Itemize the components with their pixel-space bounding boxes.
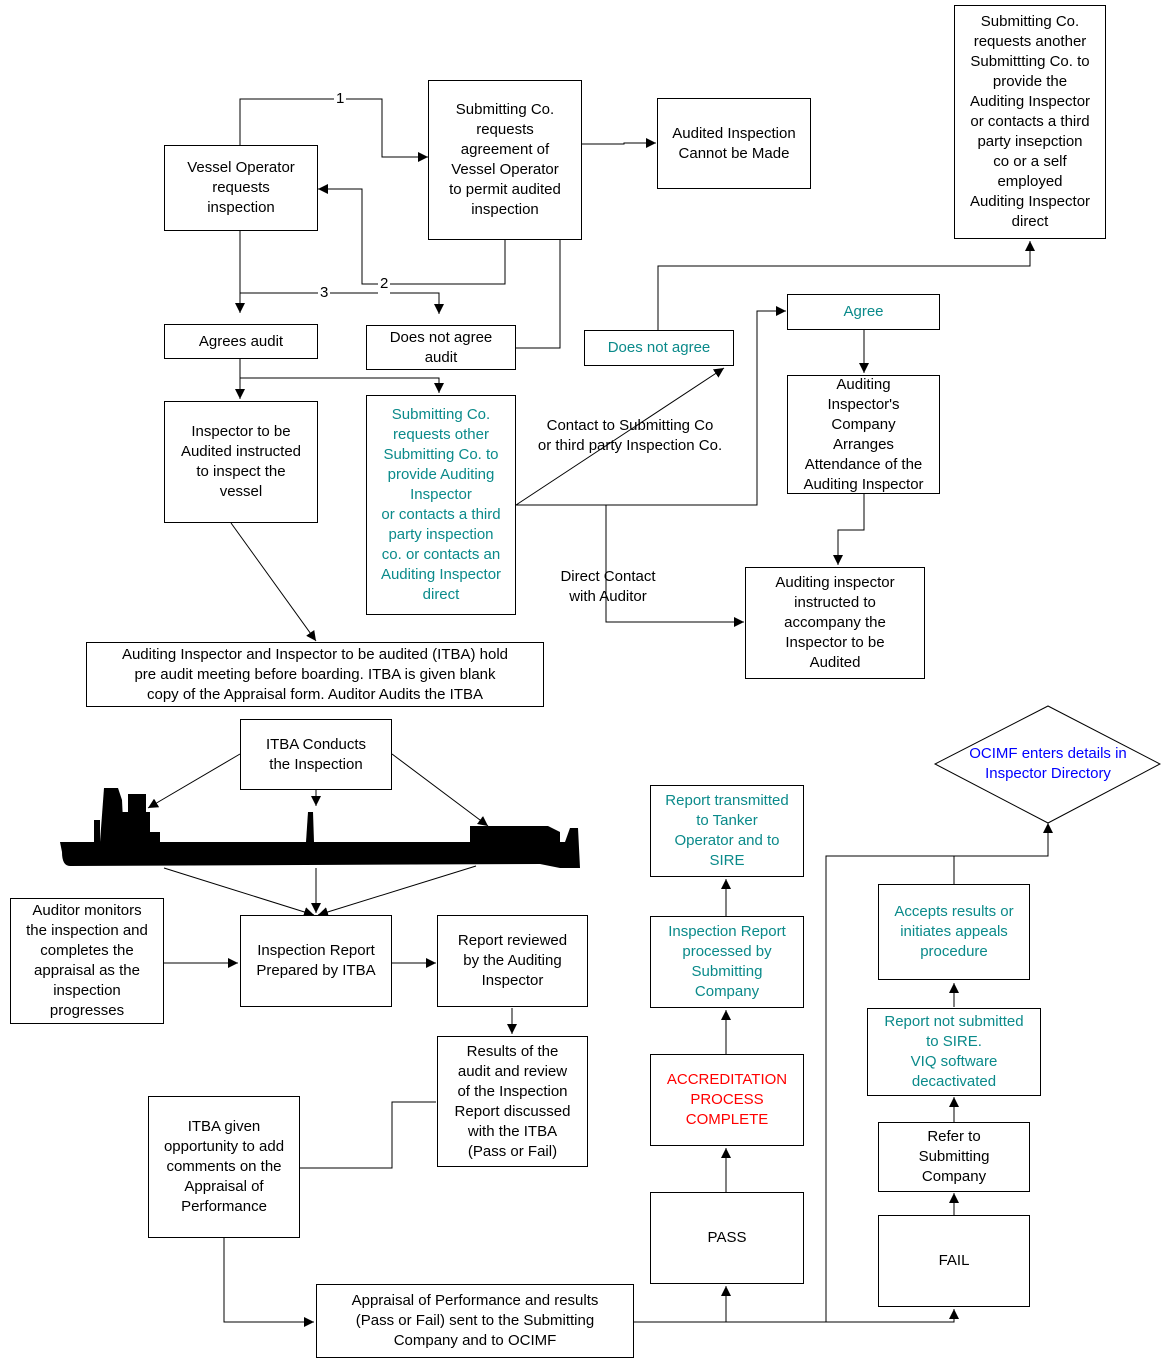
does-not-agree-audit-box: Does not agree audit bbox=[366, 325, 516, 370]
results-discussed-text: Results of the audit and review of the I… bbox=[454, 1042, 571, 1160]
appraisal-sent-text: Appraisal of Performance and results (Pa… bbox=[351, 1292, 599, 1349]
results-discussed-box: Results of the audit and review of the I… bbox=[437, 1036, 588, 1167]
report-transmitted-text: Report transmitted to Tanker Operator an… bbox=[665, 792, 789, 869]
vessel-operator-box: Vessel Operator requests inspection bbox=[164, 145, 318, 231]
connector-itba-stern bbox=[391, 753, 489, 827]
report-reviewed-text: Report reviewed by the Auditing Inspecto… bbox=[457, 932, 568, 989]
submitting-requests-box: Submitting Co. requests agreement of Ves… bbox=[428, 80, 582, 240]
agree-text: Agree bbox=[843, 303, 884, 320]
does-not-agree-box: Does not agree bbox=[584, 330, 734, 366]
report-prepared-box: Inspection Report Prepared by ITBA bbox=[240, 915, 392, 1007]
report-prepared-text: Inspection Report Prepared by ITBA bbox=[256, 942, 376, 979]
vessel-operator-text: Vessel Operator requests inspection bbox=[187, 159, 295, 216]
step-3-label: 3 bbox=[318, 283, 331, 303]
connector-appraisal-fail bbox=[726, 1309, 959, 1323]
company-arranges-box: Auditing Inspector's Company Arranges At… bbox=[787, 375, 940, 494]
ocimf-enters-text: OCIMF enters details in Inspector Direct… bbox=[969, 745, 1127, 782]
itba-comments-box: ITBA given opportunity to add comments o… bbox=[148, 1096, 300, 1238]
auditing-instructed-text: Auditing inspector instructed to accompa… bbox=[775, 574, 895, 671]
agrees-audit-text: Agrees audit bbox=[198, 332, 284, 350]
connector-inspector-preaudit bbox=[230, 522, 317, 642]
refer-to-text: Refer to Submitting Company bbox=[918, 1128, 990, 1185]
pass-box: PASS bbox=[650, 1192, 804, 1284]
report-processed-text: Inspection Report processed by Submittin… bbox=[668, 923, 786, 1000]
inspector-instructed-box: Inspector to be Audited instructed to in… bbox=[164, 401, 318, 523]
company-arranges-text: Auditing Inspector's Company Arranges At… bbox=[803, 375, 924, 493]
connector-ship-report-left bbox=[163, 867, 315, 917]
connector-results-comments bbox=[271, 1101, 436, 1173]
agree-box: Agree bbox=[787, 294, 940, 330]
not-submitted-box: Report not submitted to SIRE. VIQ softwa… bbox=[867, 1008, 1041, 1096]
inspector-instructed-text: Inspector to be Audited instructed to in… bbox=[180, 423, 302, 500]
connector-itba-bow bbox=[147, 753, 241, 809]
connector-1 bbox=[239, 98, 428, 162]
fail-box: FAIL bbox=[878, 1215, 1030, 1307]
cannot-be-made-text: Audited Inspection Cannot be Made bbox=[672, 124, 796, 162]
itba-comments-text: ITBA given opportunity to add comments o… bbox=[163, 1118, 285, 1215]
auditing-instructed-box: Auditing inspector instructed to accompa… bbox=[745, 567, 925, 679]
connector-agree bbox=[516, 306, 786, 506]
pre-audit-text: Auditing Inspector and Inspector to be a… bbox=[121, 645, 509, 703]
connector-direct bbox=[605, 505, 744, 627]
does-not-agree-text: Does not agree bbox=[607, 339, 711, 356]
refer-to-box: Refer to Submitting Company bbox=[878, 1122, 1030, 1192]
connector-2 bbox=[318, 184, 506, 285]
accreditation-text: ACCREDITATION PROCESS COMPLETE bbox=[666, 1071, 788, 1128]
connector-comments-appraisal bbox=[223, 1238, 314, 1327]
connector-agrees-other bbox=[240, 377, 444, 393]
connector-company-instructed bbox=[833, 494, 865, 565]
pre-audit-box: Auditing Inspector and Inspector to be a… bbox=[86, 642, 544, 707]
connector-does-not-agree bbox=[515, 367, 725, 506]
accepts-results-text: Accepts results or initiates appeals pro… bbox=[894, 903, 1014, 960]
report-reviewed-box: Report reviewed by the Auditing Inspecto… bbox=[437, 915, 588, 1007]
step-2-label: 2 bbox=[378, 274, 391, 294]
accreditation-box: ACCREDITATION PROCESS COMPLETE bbox=[650, 1054, 804, 1146]
connector-cannot bbox=[516, 138, 656, 349]
fail-text: FAIL bbox=[938, 1252, 970, 1269]
step-1-label: 1 bbox=[334, 89, 347, 109]
ocimf-decision-diamond bbox=[933, 705, 1161, 824]
tanker-ship-icon bbox=[60, 788, 580, 868]
connector-appraisal-pass bbox=[634, 1286, 731, 1323]
contact-label: Contact to Submitting Co or third party … bbox=[537, 417, 723, 454]
connector-ship-report-right bbox=[317, 865, 477, 917]
does-not-agree-audit-text: Does not agree audit bbox=[389, 328, 493, 366]
connector-another bbox=[657, 241, 1035, 330]
connector-appraisal-ocimf bbox=[825, 823, 1053, 1322]
another-submitting-text: Submitting Co. requests another Submittt… bbox=[969, 13, 1091, 230]
appraisal-sent-box: Appraisal of Performance and results (Pa… bbox=[316, 1284, 634, 1358]
not-submitted-text: Report not submitted to SIRE. VIQ softwa… bbox=[884, 1013, 1024, 1090]
report-transmitted-box: Report transmitted to Tanker Operator an… bbox=[650, 785, 804, 877]
direct-contact-label: Direct Contact with Auditor bbox=[560, 568, 656, 605]
itba-conducts-box: ITBA Conducts the Inspection bbox=[240, 719, 392, 790]
pass-text: PASS bbox=[707, 1229, 747, 1246]
auditor-monitors-text: Auditor monitors the inspection and comp… bbox=[26, 902, 148, 1019]
submitting-other-box: Submitting Co. requests other Submitting… bbox=[366, 395, 516, 615]
connector-3 bbox=[240, 292, 444, 314]
submitting-requests-text: Submitting Co. requests agreement of Ves… bbox=[449, 101, 561, 218]
report-processed-box: Inspection Report processed by Submittin… bbox=[650, 916, 804, 1008]
agrees-audit-box: Agrees audit bbox=[164, 324, 318, 359]
itba-conducts-text: ITBA Conducts the Inspection bbox=[265, 735, 367, 773]
cannot-be-made-box: Audited Inspection Cannot be Made bbox=[657, 98, 811, 189]
accepts-results-box: Accepts results or initiates appeals pro… bbox=[878, 884, 1030, 980]
submitting-other-text: Submitting Co. requests other Submitting… bbox=[380, 406, 502, 603]
auditor-monitors-box: Auditor monitors the inspection and comp… bbox=[10, 898, 164, 1024]
another-submitting-box: Submitting Co. requests another Submittt… bbox=[954, 5, 1106, 239]
